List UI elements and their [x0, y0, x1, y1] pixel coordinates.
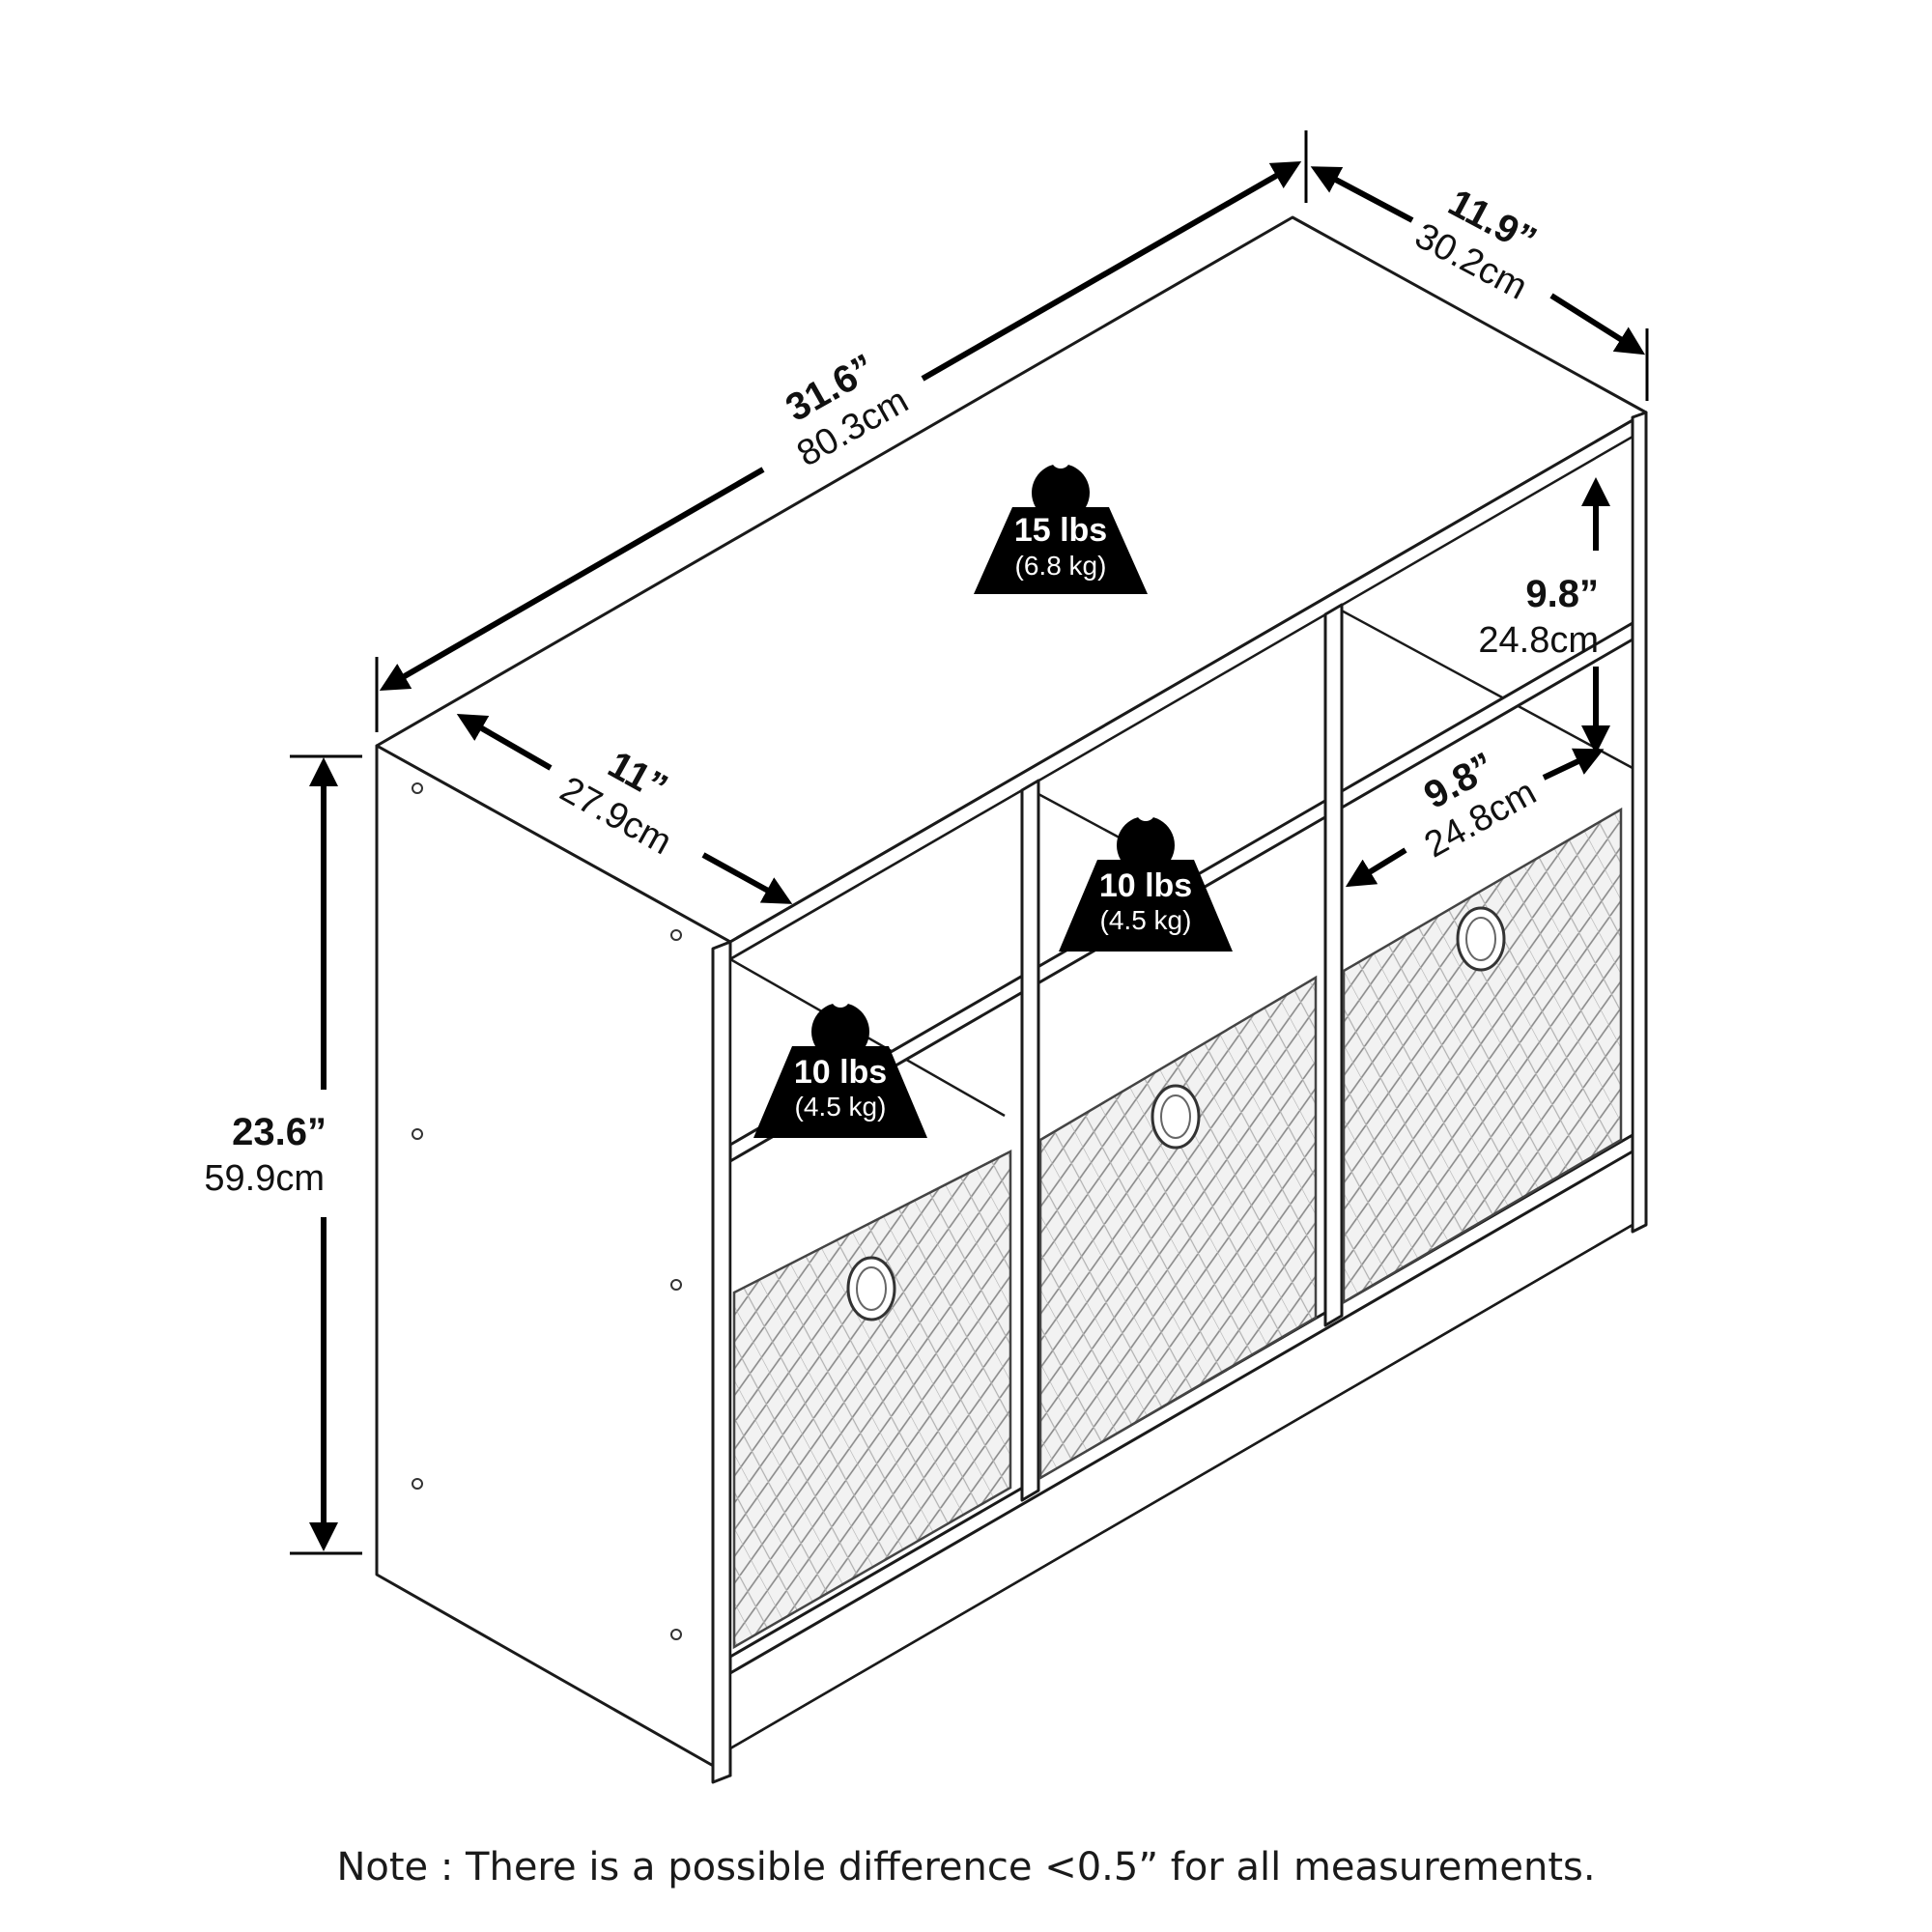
fabric-bin-left[interactable] [732, 1149, 1012, 1650]
height-inches: 23.6” [232, 1111, 327, 1153]
weight-top-kg: (6.8 kg) [1015, 551, 1107, 581]
divider-left [1020, 779, 1040, 1502]
dimension-cube-height: 9.8” 24.8cm [1478, 477, 1610, 754]
weight-icon-shelf-middle: 10 lbs (4.5 kg) [1059, 802, 1233, 952]
screw-hole [670, 1279, 682, 1291]
weight-icon-top: 15 lbs (6.8 kg) [974, 449, 1148, 594]
cube-height-cm: 24.8cm [1478, 620, 1599, 661]
weight-middle-lbs: 10 lbs [1099, 867, 1192, 904]
fabric-bin-right[interactable] [1342, 807, 1623, 1305]
fabric-bin-middle[interactable] [1038, 975, 1318, 1481]
divider-right [1323, 603, 1344, 1327]
right-panel-front-edge [1631, 411, 1648, 1234]
weight-left-kg: (4.5 kg) [795, 1092, 887, 1122]
bin-pull-handle-icon[interactable] [1456, 906, 1506, 972]
screw-hole [670, 929, 682, 941]
dimension-height: 23.6” 59.9cm [204, 754, 362, 1555]
screw-hole [412, 1478, 423, 1490]
height-cm: 59.9cm [204, 1158, 325, 1199]
bin-pull-handle-icon[interactable] [846, 1256, 896, 1321]
measurement-note: Note : There is a possible difference <0… [336, 1845, 1595, 1889]
left-panel-front-edge [711, 940, 732, 1784]
screw-hole [412, 782, 423, 794]
cube-height-inches: 9.8” [1525, 573, 1599, 615]
weight-icon-shelf-left: 10 lbs (4.5 kg) [753, 988, 927, 1138]
screw-hole [670, 1629, 682, 1640]
weight-middle-kg: (4.5 kg) [1100, 905, 1192, 935]
weight-left-lbs: 10 lbs [794, 1054, 887, 1091]
cube-storage-unit [375, 215, 1648, 1784]
bin-pull-handle-icon[interactable] [1151, 1084, 1201, 1150]
weight-top-lbs: 15 lbs [1014, 512, 1107, 549]
screw-hole [412, 1128, 423, 1140]
